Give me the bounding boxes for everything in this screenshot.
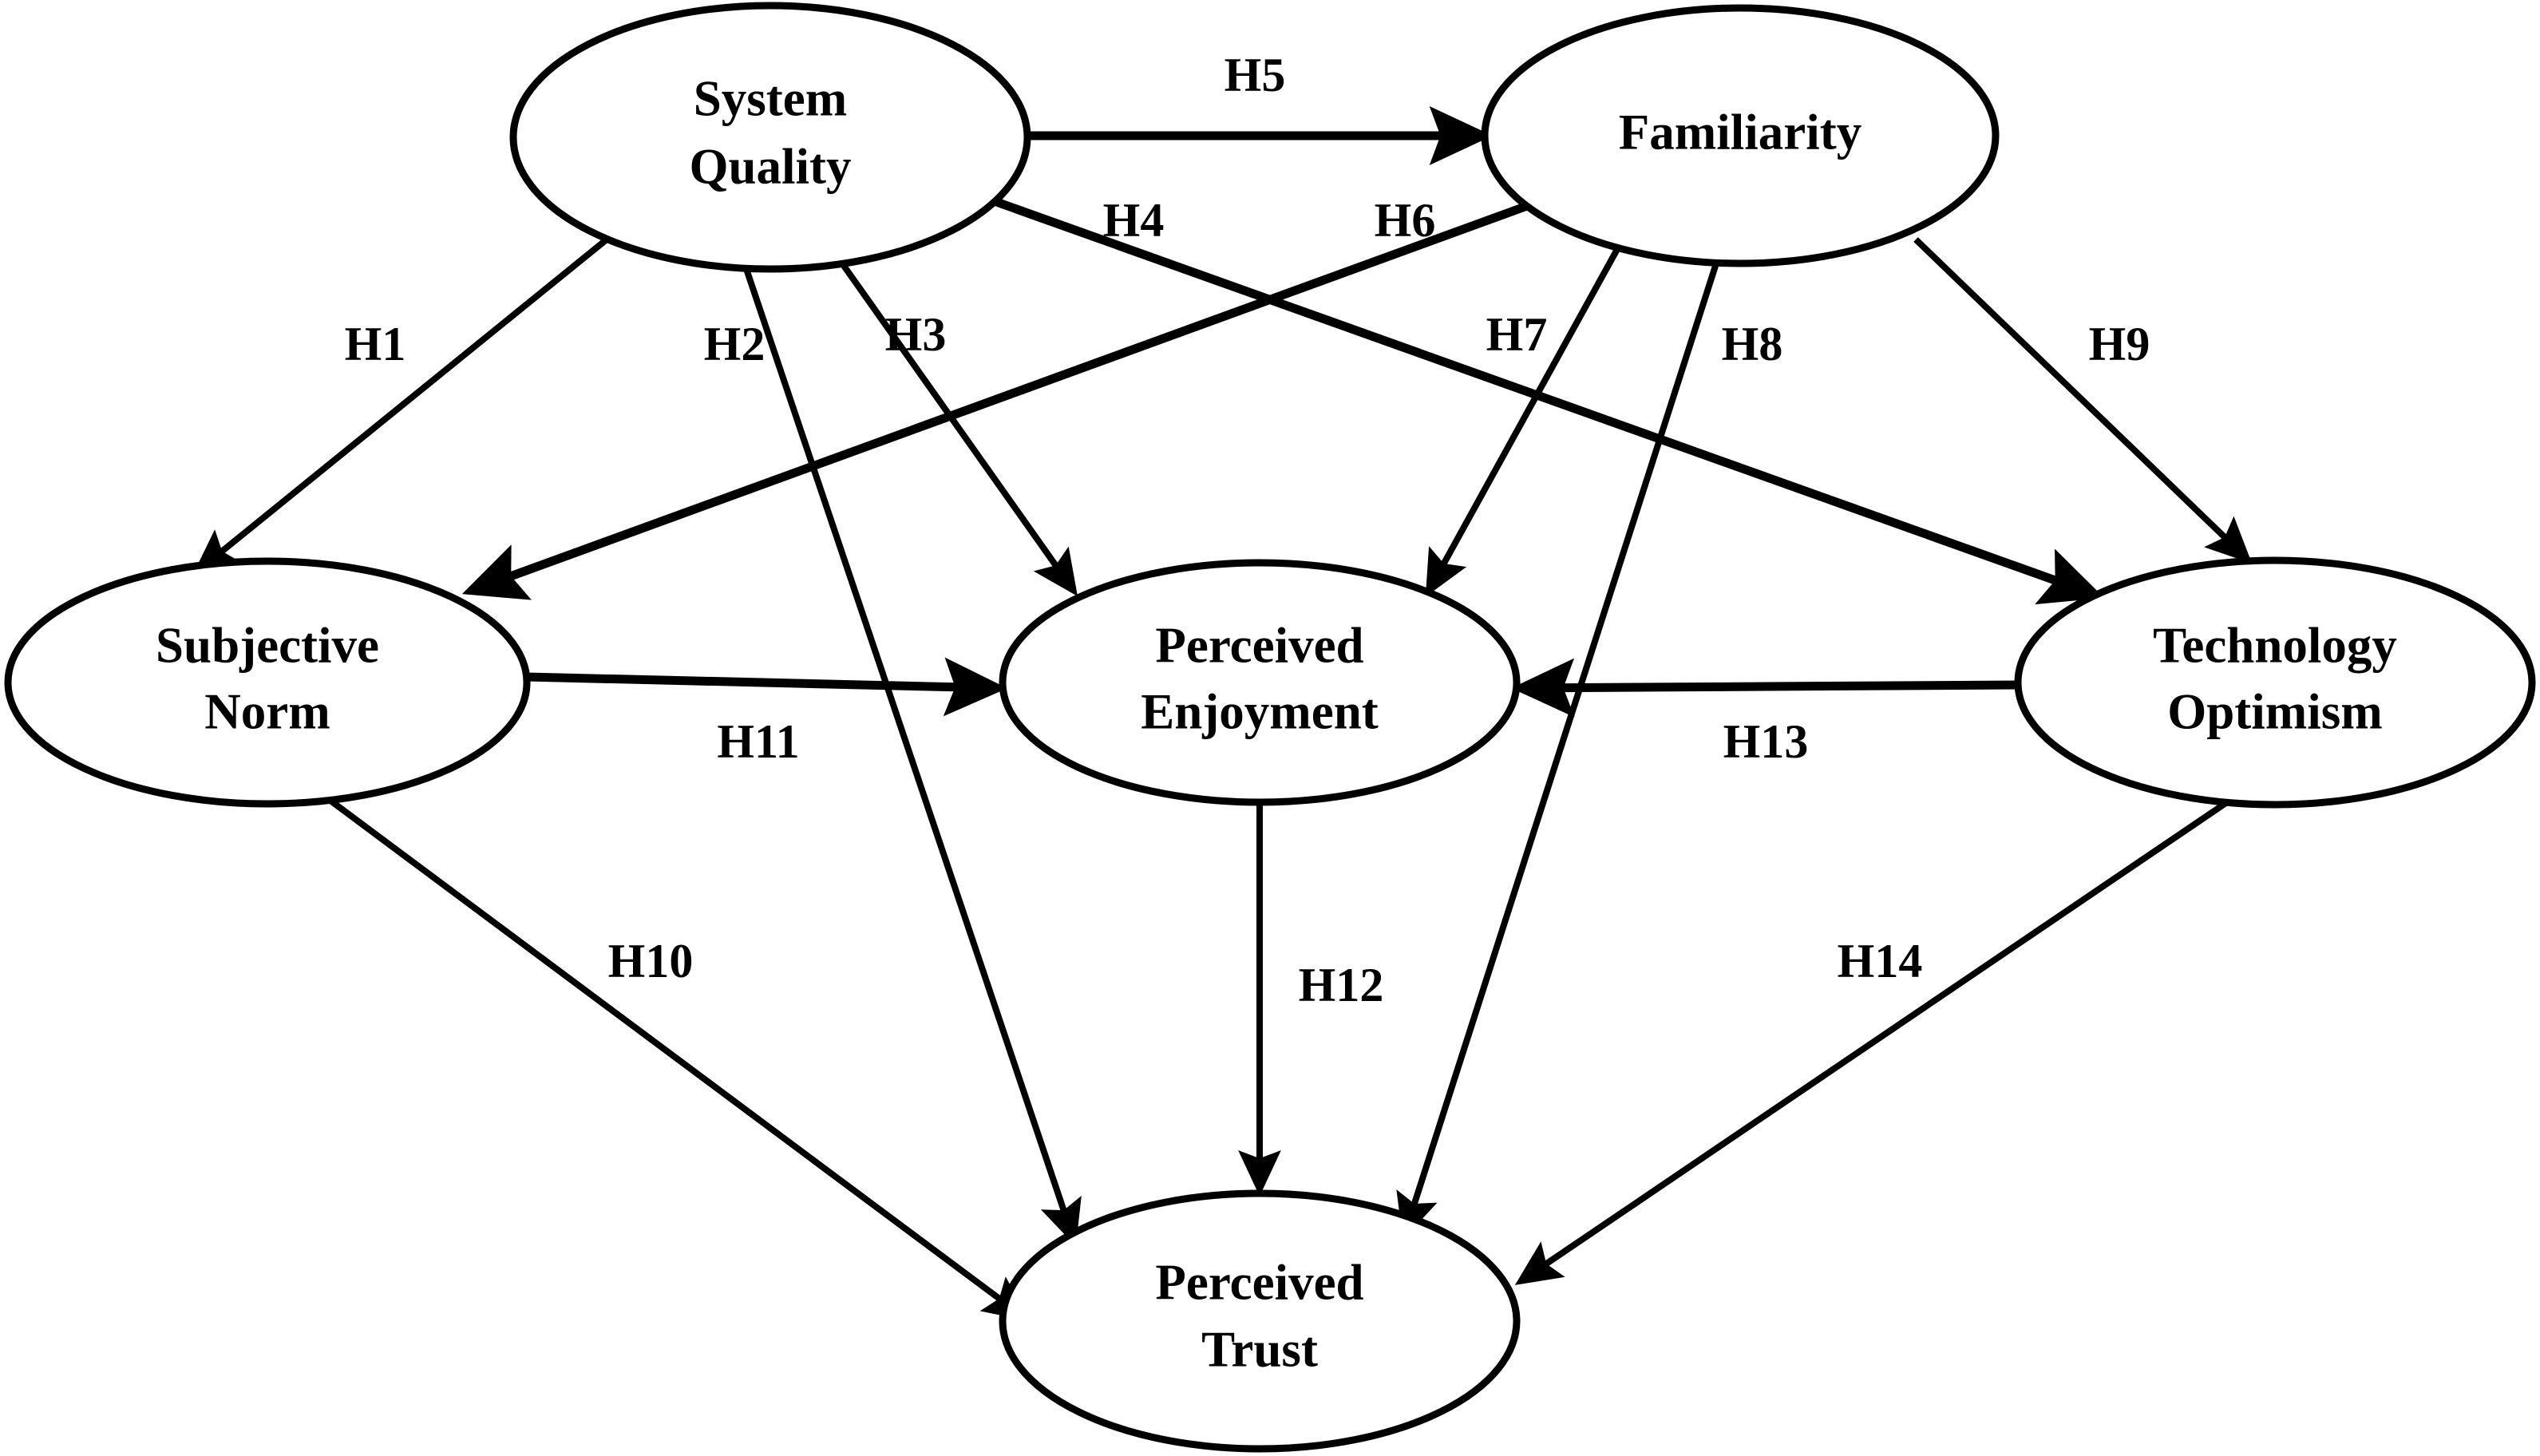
perceived-enjoyment-label-line2: Enjoyment [1141, 683, 1379, 739]
subjective-norm-label-line2: Norm [204, 683, 330, 739]
node-perceived-enjoyment[interactable]: Perceived Enjoyment [999, 559, 1521, 806]
technology-optimism-label-line2: Optimism [2167, 683, 2383, 739]
edge-labels-layer: H1 H2 H3 H4 H5 H6 H7 H8 H9 H10 H11 H12 H… [345, 49, 2150, 1011]
edge-label-h1: H1 [345, 318, 406, 370]
edge-h2-line [743, 267, 1082, 1247]
perceived-trust-label-line2: Trust [1201, 1321, 1318, 1377]
edge-h3-line [839, 261, 1078, 597]
edges-layer [192, 106, 2253, 1322]
edge-h4-line [988, 195, 2105, 605]
edge-label-h3: H3 [885, 308, 947, 361]
edge-h6-line [461, 195, 1546, 600]
familiarity-label-line1: Familiarity [1619, 104, 1861, 160]
perceived-trust-ellipse[interactable] [999, 1189, 1521, 1453]
system-quality-ellipse[interactable] [509, 2, 1031, 273]
edge-label-h13: H13 [1723, 715, 1809, 768]
node-system-quality[interactable]: System Quality [509, 2, 1031, 273]
edge-label-h9: H9 [2089, 318, 2150, 370]
edge-label-h5: H5 [1225, 49, 1286, 101]
edge-label-h12: H12 [1299, 959, 1384, 1011]
node-familiarity[interactable]: Familiarity [1481, 4, 2000, 267]
edge-h13-line [1511, 658, 2020, 718]
familiarity-ellipse[interactable] [1481, 4, 2000, 267]
edge-h11-line [526, 657, 1007, 717]
node-technology-optimism[interactable]: Technology Optimism [2014, 556, 2536, 809]
subjective-norm-ellipse[interactable] [4, 557, 531, 808]
node-perceived-trust[interactable]: Perceived Trust [999, 1189, 1521, 1453]
edge-h10-line [325, 795, 1030, 1322]
edge-label-h4: H4 [1103, 194, 1165, 247]
edge-label-h10: H10 [608, 935, 694, 987]
edge-label-h8: H8 [1722, 318, 1783, 370]
perceived-enjoyment-label-line1: Perceived [1155, 617, 1363, 673]
edge-h1-line [192, 236, 609, 576]
edge-h7-line [1425, 242, 1624, 597]
edge-label-h11: H11 [717, 715, 799, 768]
perceived-trust-label-line1: Perceived [1155, 1254, 1363, 1310]
perceived-enjoyment-ellipse[interactable] [999, 559, 1521, 806]
edge-label-h14: H14 [1838, 935, 1923, 987]
edge-label-h6: H6 [1375, 194, 1436, 247]
technology-optimism-ellipse[interactable] [2014, 556, 2536, 809]
edge-label-h2: H2 [704, 318, 766, 370]
edge-h8-line [1396, 262, 1719, 1240]
technology-optimism-label-line1: Technology [2153, 617, 2397, 673]
node-subjective-norm[interactable]: Subjective Norm [4, 557, 531, 808]
edge-label-h7: H7 [1486, 308, 1548, 361]
system-quality-label-line1: System [694, 70, 847, 126]
subjective-norm-label-line1: Subjective [156, 617, 379, 673]
nodes-layer: System Quality Familiarity Subjective No… [4, 2, 2536, 1453]
edge-h14-line [1514, 799, 2229, 1285]
edge-h9-line [1913, 237, 2253, 564]
system-quality-label-line2: Quality [689, 138, 851, 194]
